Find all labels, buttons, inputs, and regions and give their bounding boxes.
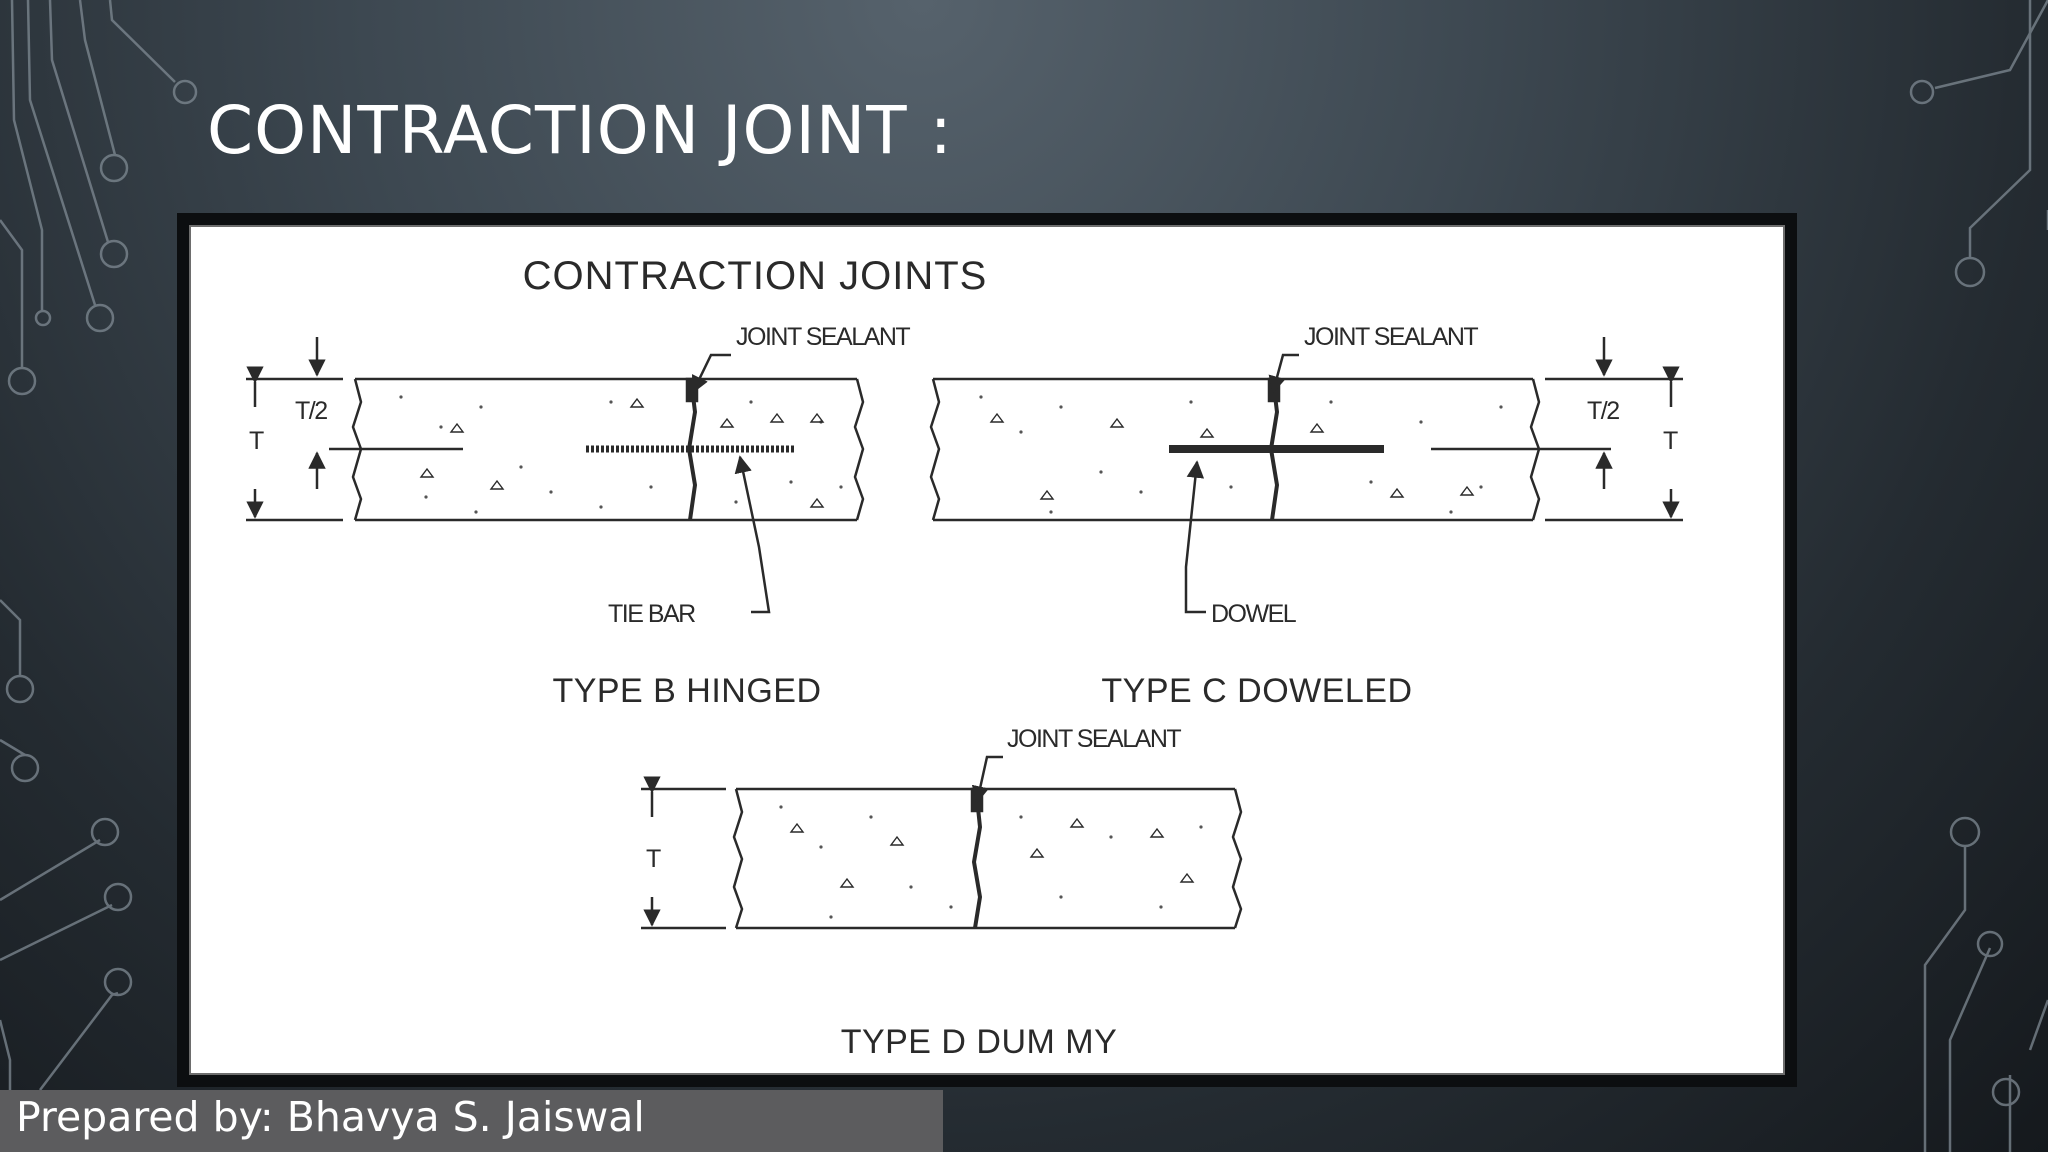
type-c-half-depth-label: T/2: [1587, 397, 1619, 425]
diagram-frame: CONTRACTION JOINTS: [177, 213, 1797, 1087]
type-b-hinged-joint: [246, 337, 865, 614]
type-c-doweled-joint: [929, 337, 1683, 614]
type-b-caption: TYPE B HINGED: [552, 672, 821, 710]
type-b-sealant-label: JOINT SEALANT: [736, 323, 910, 351]
type-c-depth-label: T: [1663, 427, 1678, 455]
type-b-tiebar-label: TIE BAR: [608, 600, 695, 628]
diagram-title: CONTRACTION JOINTS: [523, 254, 988, 298]
type-b-depth-label: T: [249, 427, 264, 455]
type-c-sealant-label: JOINT SEALANT: [1304, 323, 1478, 351]
contraction-joints-diagram: CONTRACTION JOINTS: [246, 254, 1683, 1061]
type-d-depth-label: T: [646, 845, 661, 873]
footer-credit: Prepared by: Bhavya S. Jaiswal: [0, 1090, 943, 1152]
type-c-dowel-label: DOWEL: [1211, 600, 1297, 628]
type-d-sealant-label: JOINT SEALANT: [1007, 725, 1181, 753]
diagram-canvas: CONTRACTION JOINTS: [189, 225, 1785, 1075]
type-b-half-depth-label: T/2: [295, 397, 327, 425]
type-c-caption: TYPE C DOWELED: [1101, 672, 1412, 710]
type-d-caption: TYPE D DUM MY: [841, 1023, 1118, 1061]
slide-title: CONTRACTION JOINT :: [207, 92, 953, 169]
type-d-dummy-joint: [641, 755, 1243, 930]
